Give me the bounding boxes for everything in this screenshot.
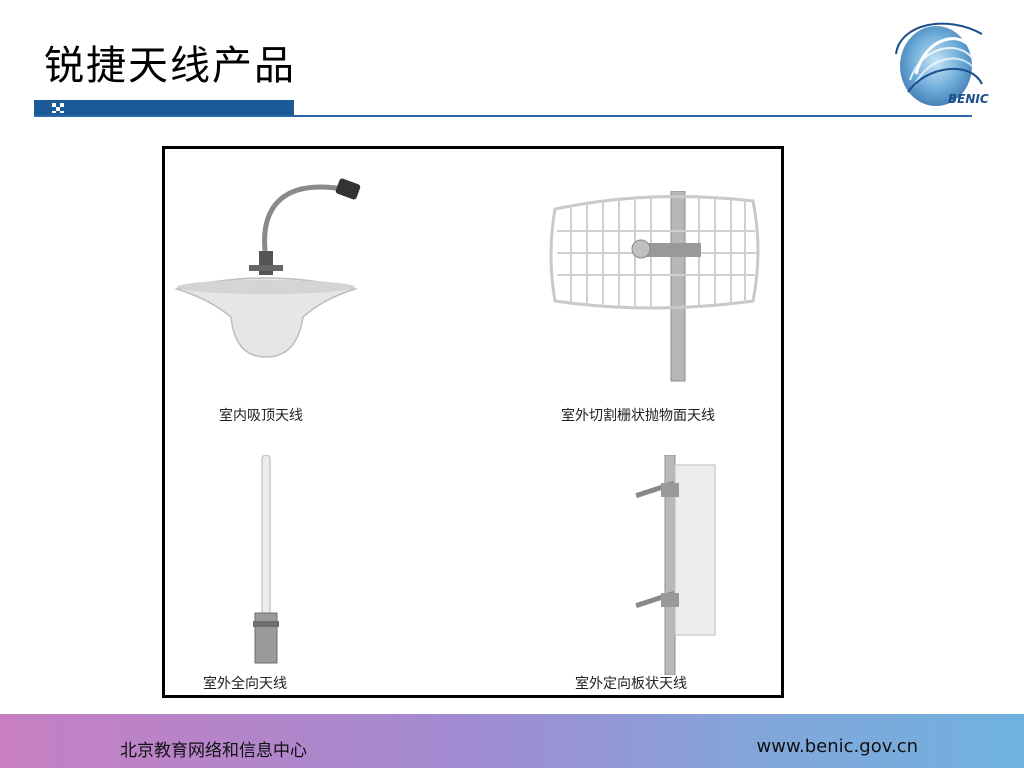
header-bar	[34, 100, 294, 116]
footer-org: 北京教育网络和信息中心	[120, 741, 307, 761]
slide-title: 锐捷天线产品	[44, 43, 296, 89]
product-caption: 室外切割栅状抛物面天线	[561, 408, 715, 424]
grid-parabolic-antenna-icon	[549, 191, 760, 382]
header-divider	[34, 115, 972, 117]
ceiling-antenna-icon	[174, 178, 361, 358]
product-caption: 室内吸顶天线	[219, 408, 303, 424]
benic-logo	[886, 14, 1002, 112]
panel-antenna-icon	[635, 455, 716, 675]
footer-bar: 北京教育网络和信息中心 www.benic.gov.cn	[0, 714, 1024, 768]
header-bar-pattern	[52, 103, 64, 113]
logo-text: BENIC	[948, 92, 989, 106]
product-caption: 室外定向板状天线	[575, 676, 687, 692]
product-photo-frame: 室内吸顶天线 室外切割栅状抛物面天线 室外全向天线 室外定向板状天线	[162, 146, 784, 698]
product-caption: 室外全向天线	[203, 676, 287, 692]
footer-url[interactable]: www.benic.gov.cn	[756, 736, 918, 757]
omni-antenna-icon	[253, 455, 279, 664]
